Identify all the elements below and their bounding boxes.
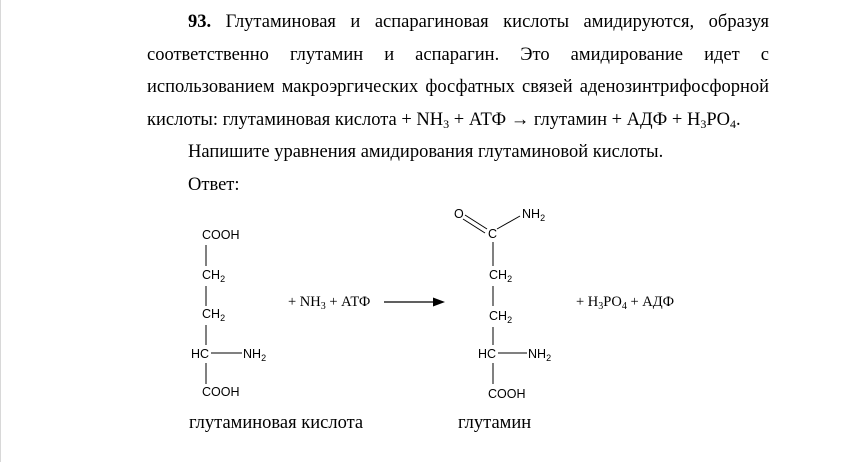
h3-sub: 3 (700, 116, 707, 131)
task-text: Напишите уравнения амидирования глутамин… (188, 142, 664, 162)
gln-ch2-1: CH2 (489, 268, 512, 284)
gln-amide-bond (496, 215, 521, 230)
glu-hc: HC (191, 347, 209, 361)
glutamine-structure: O C NH2 CH2 CH2 HC NH2 COOH глутамин (454, 207, 551, 433)
problem-text: 93. Глутаминовая и аспарагиновая кислоты… (147, 6, 769, 201)
glu-caption: глутаминовая кислота (189, 413, 363, 433)
po4-sub: 4 (729, 116, 736, 131)
problem-number: 93. (188, 12, 212, 32)
glu-nh2: NH2 (243, 347, 266, 363)
gln-carbon: C (488, 227, 497, 241)
gln-double-bond-b (462, 218, 486, 234)
glu-ch2-2: CH2 (202, 307, 225, 323)
gln-double-bond-a (464, 214, 488, 230)
gln-hc: HC (478, 347, 496, 361)
page-edge-line (0, 0, 1, 462)
gln-cooh-bottom: COOH (488, 387, 526, 401)
reaction-tail-c: . (735, 109, 741, 130)
gln-amide-nh2: NH2 (522, 207, 545, 223)
problem-paragraph: 93. Глутаминовая и аспарагиновая кислоты… (147, 6, 769, 136)
glu-cooh-bottom: COOH (202, 385, 240, 399)
answer-label: Ответ: (188, 174, 240, 195)
reaction-arrow (384, 297, 445, 307)
glu-ch2-1: CH2 (202, 268, 225, 284)
reaction-tail-a: + АТФ → глутамин + АДФ + H (449, 109, 701, 130)
glutamic-acid-structure: COOH CH2 CH2 HC NH2 COOH глутаминовая ки… (189, 228, 363, 433)
products-text: + H3PO4 + АДФ (576, 294, 674, 312)
reaction-tail-b: PO (706, 109, 730, 130)
gln-caption: глутамин (458, 413, 531, 433)
glu-cooh-top: COOH (202, 228, 240, 242)
reagents-text: + NH3 + АТФ (288, 294, 370, 312)
gln-ch2-2: CH2 (489, 309, 512, 325)
paragraph-text: Глутаминовая и аспарагиновая кислоты ами… (147, 12, 770, 130)
gln-oxygen: O (454, 207, 464, 221)
gln-nh2: NH2 (528, 347, 551, 363)
nh3-sub: 3 (443, 116, 450, 131)
